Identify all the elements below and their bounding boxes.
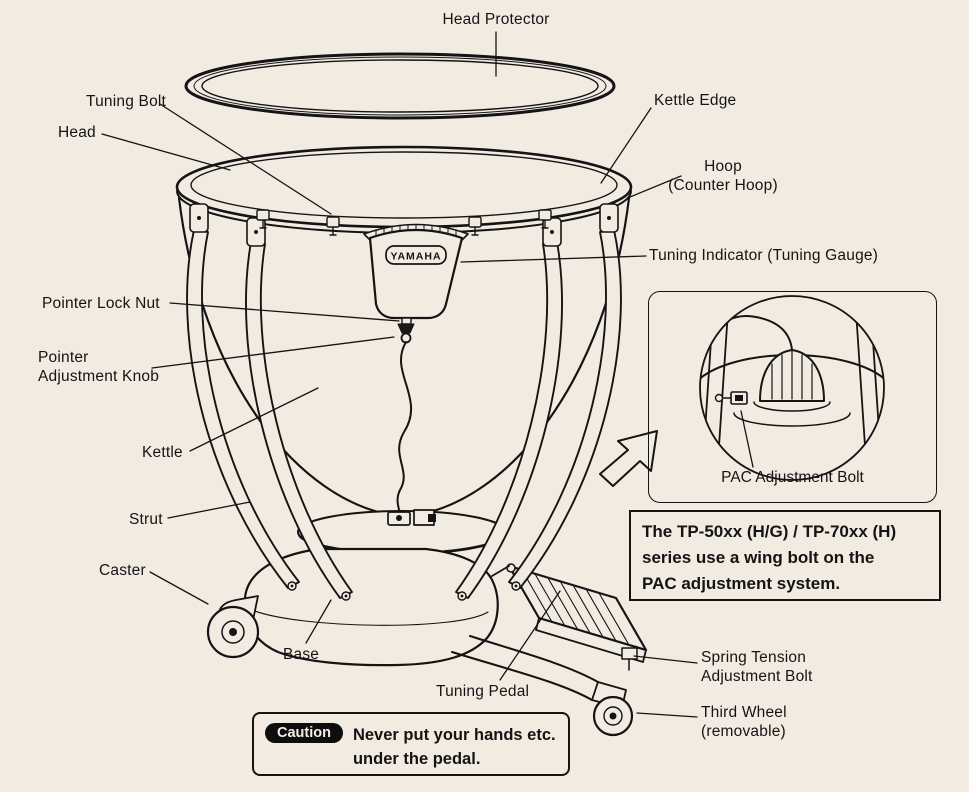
head-protector-drawing	[184, 52, 616, 120]
label-base: Base	[283, 646, 320, 663]
label-head-protector: Head Protector	[442, 11, 550, 28]
caution-badge: Caution	[265, 723, 343, 743]
yamaha-logo: YAMAHA	[390, 251, 441, 263]
label-kettle: Kettle	[142, 444, 183, 461]
series-note-box: The TP-50xx (H/G) / TP-70xx (H) series u…	[629, 510, 941, 601]
caster-wheel-drawing	[206, 595, 260, 659]
label-kettle-edge: Kettle Edge	[654, 92, 737, 109]
tuning-gauge-drawing: YAMAHA	[363, 223, 469, 344]
label-head: Head	[58, 124, 96, 141]
strut-brackets-drawing	[189, 203, 619, 247]
label-pointer-adjustment-knob: Pointer Adjustment Knob	[38, 349, 160, 385]
third-wheel-drawing	[592, 695, 634, 737]
label-tuning-pedal: Tuning Pedal	[436, 683, 530, 700]
label-caster: Caster	[99, 562, 146, 579]
caution-text: Never put your hands etc. under the peda…	[352, 726, 556, 768]
caution-box: Caution Never put your hands etc. under …	[252, 712, 570, 776]
label-spring-tension-adjustment-bolt: Spring Tension Adjustment Bolt	[701, 649, 813, 685]
inset-detail-box	[648, 291, 937, 503]
struts-drawing	[186, 229, 622, 601]
label-pac-adjustment-bolt: PAC Adjustment Bolt	[721, 469, 864, 486]
cable-spider-drawing	[387, 341, 436, 526]
arrow-to-inset	[599, 430, 658, 487]
label-tuning-bolt: Tuning Bolt	[86, 93, 167, 110]
pac-adjustment-bolt-drawing	[714, 391, 748, 405]
pointer-lock-nut-drawing	[397, 323, 415, 334]
tuning-bolts-drawing	[256, 209, 552, 236]
tuning-pedal-drawing	[491, 563, 648, 663]
drum-head-hoop-drawing	[175, 145, 633, 234]
leader-lines	[101, 31, 754, 718]
label-pointer-lock-nut: Pointer Lock Nut	[42, 295, 160, 312]
label-hoop: Hoop (Counter Hoop)	[668, 158, 778, 194]
spring-tension-bolt-drawing	[621, 647, 638, 671]
label-third-wheel: Third Wheel (removable)	[701, 704, 787, 740]
label-tuning-indicator: Tuning Indicator (Tuning Gauge)	[649, 247, 879, 264]
label-strut: Strut	[129, 511, 163, 528]
